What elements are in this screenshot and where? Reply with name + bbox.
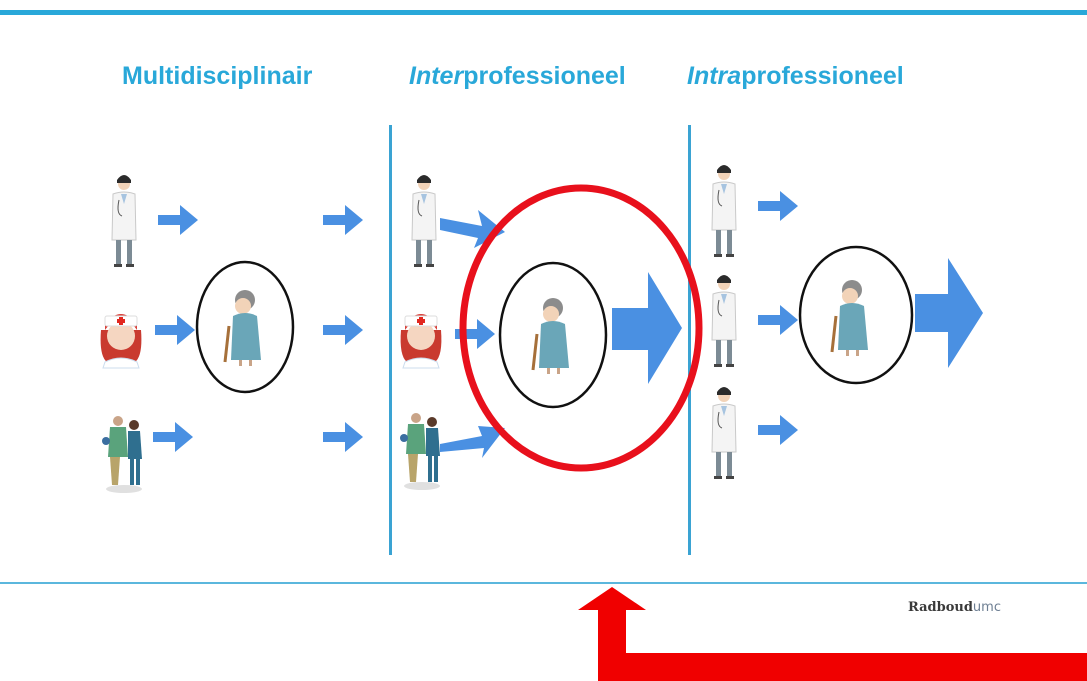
callout-arrow-icon	[578, 587, 1087, 681]
title-intra-suffix: professioneel	[741, 62, 904, 90]
arrow-icon	[323, 422, 363, 452]
doctor-icon	[711, 164, 737, 258]
top-rule	[0, 10, 1087, 15]
elderly-patient-icon	[223, 288, 263, 368]
nurse-icon	[100, 313, 142, 369]
physiotherapist-icon	[102, 416, 142, 493]
title-inter-prefix: Inter	[409, 62, 464, 90]
doctor-icon	[711, 386, 737, 480]
arrow-icon	[758, 415, 798, 445]
big-arrow-icon	[612, 272, 682, 384]
physiotherapist-icon	[400, 413, 440, 490]
patient-circle	[498, 261, 608, 409]
title-multidisciplinair: Multidisciplinair	[122, 62, 313, 90]
bottom-rule	[0, 582, 1087, 584]
divider-right	[688, 125, 691, 555]
nurse-icon	[400, 313, 442, 369]
arrow-icon	[155, 315, 195, 345]
title-intraprofessioneel: Intraprofessioneel	[687, 62, 904, 91]
arrow-icon	[153, 422, 193, 452]
doctor-icon	[411, 174, 437, 268]
arrow-icon	[158, 205, 198, 235]
arrow-icon	[758, 305, 798, 335]
elderly-patient-icon	[531, 296, 571, 376]
title-interprofessioneel: Interprofessioneel	[409, 62, 626, 91]
big-arrow-icon	[915, 258, 983, 368]
radboudumc-logo: Radboudumc	[908, 600, 1001, 615]
highlight-circle	[459, 184, 703, 472]
doctor-icon	[111, 174, 137, 268]
elderly-patient-icon	[830, 278, 870, 358]
arrow-icon	[440, 426, 505, 458]
title-inter-suffix: professioneel	[463, 62, 626, 90]
arrow-icon	[758, 191, 798, 221]
patient-circle	[195, 260, 295, 394]
arrow-icon	[323, 205, 363, 235]
patient-circle	[798, 245, 914, 385]
title-intra-prefix: Intra	[687, 62, 742, 90]
arrow-icon	[323, 315, 363, 345]
doctor-icon	[711, 274, 737, 368]
divider-left	[389, 125, 392, 555]
